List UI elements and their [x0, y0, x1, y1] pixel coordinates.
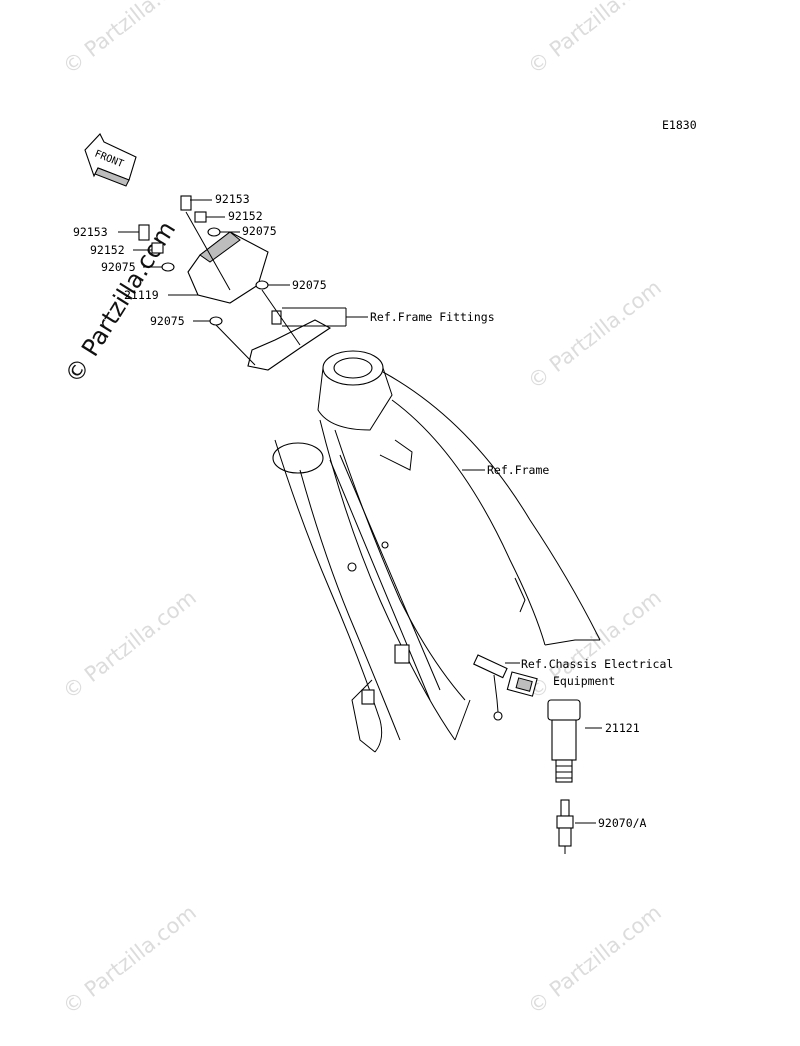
frame-fitting-bolt: [271, 310, 282, 325]
label-92075-c: 92075: [292, 278, 327, 292]
frame-illustration: [272, 350, 601, 753]
label-92075-d: 92075: [150, 314, 185, 328]
label-92075-a: 92075: [242, 224, 277, 238]
spark-plug-part: [560, 799, 570, 817]
label-92152-a: 92152: [228, 209, 263, 223]
washer-92075-d: [209, 316, 223, 326]
harness-lead: [473, 654, 508, 679]
washer-92075-c: [255, 280, 269, 290]
label-ref-chassis-electrical: Ref.Chassis Electrical: [521, 657, 673, 671]
label-92075-b: 92075: [101, 260, 136, 274]
watermarks: © Partzilla.com © Partzilla.com © Partzi…: [58, 0, 665, 1019]
label-21119: 21119: [124, 288, 159, 302]
label-92153-b: 92153: [73, 225, 108, 239]
label-ref-chassis-equipment: Equipment: [553, 674, 615, 688]
washer-92075-b: [161, 262, 175, 272]
label-ref-frame: Ref.Frame: [487, 463, 549, 477]
collar-92152-b: [151, 242, 164, 254]
label-21121: 21121: [605, 721, 640, 735]
bolt-92153-b: [138, 224, 150, 241]
label-92070: 92070/A: [598, 816, 647, 830]
watermark: © Partzilla.com: [58, 0, 200, 79]
watermark: © Partzilla.com: [58, 900, 200, 1019]
callouts: 92153 92152 92075 92153 92152 92075 2111…: [73, 192, 673, 830]
label-92153-a: 92153: [215, 192, 250, 206]
watermark: © Partzilla.com: [523, 0, 665, 79]
diagram-code: E1830: [662, 118, 697, 132]
label-92152-b: 92152: [90, 243, 125, 257]
ground-terminal: [493, 711, 503, 721]
watermark: © Partzilla.com: [523, 275, 665, 394]
label-ref-frame-fittings: Ref.Frame Fittings: [370, 310, 495, 324]
washer-92075-a: [207, 227, 221, 237]
ignition-coil-body: [551, 719, 577, 761]
coil-and-plug: [473, 654, 581, 854]
coil-bracket-assembly: [138, 195, 332, 371]
collar-92152-a: [194, 211, 207, 223]
bolt-92153-a: [180, 195, 192, 211]
ignition-coil-part: [547, 699, 581, 721]
watermark: © Partzilla.com: [523, 900, 665, 1019]
ignition-coil-boot: [555, 759, 573, 783]
front-direction-arrow-icon: FRONT: [84, 133, 137, 187]
watermark: © Partzilla.com: [58, 585, 200, 704]
